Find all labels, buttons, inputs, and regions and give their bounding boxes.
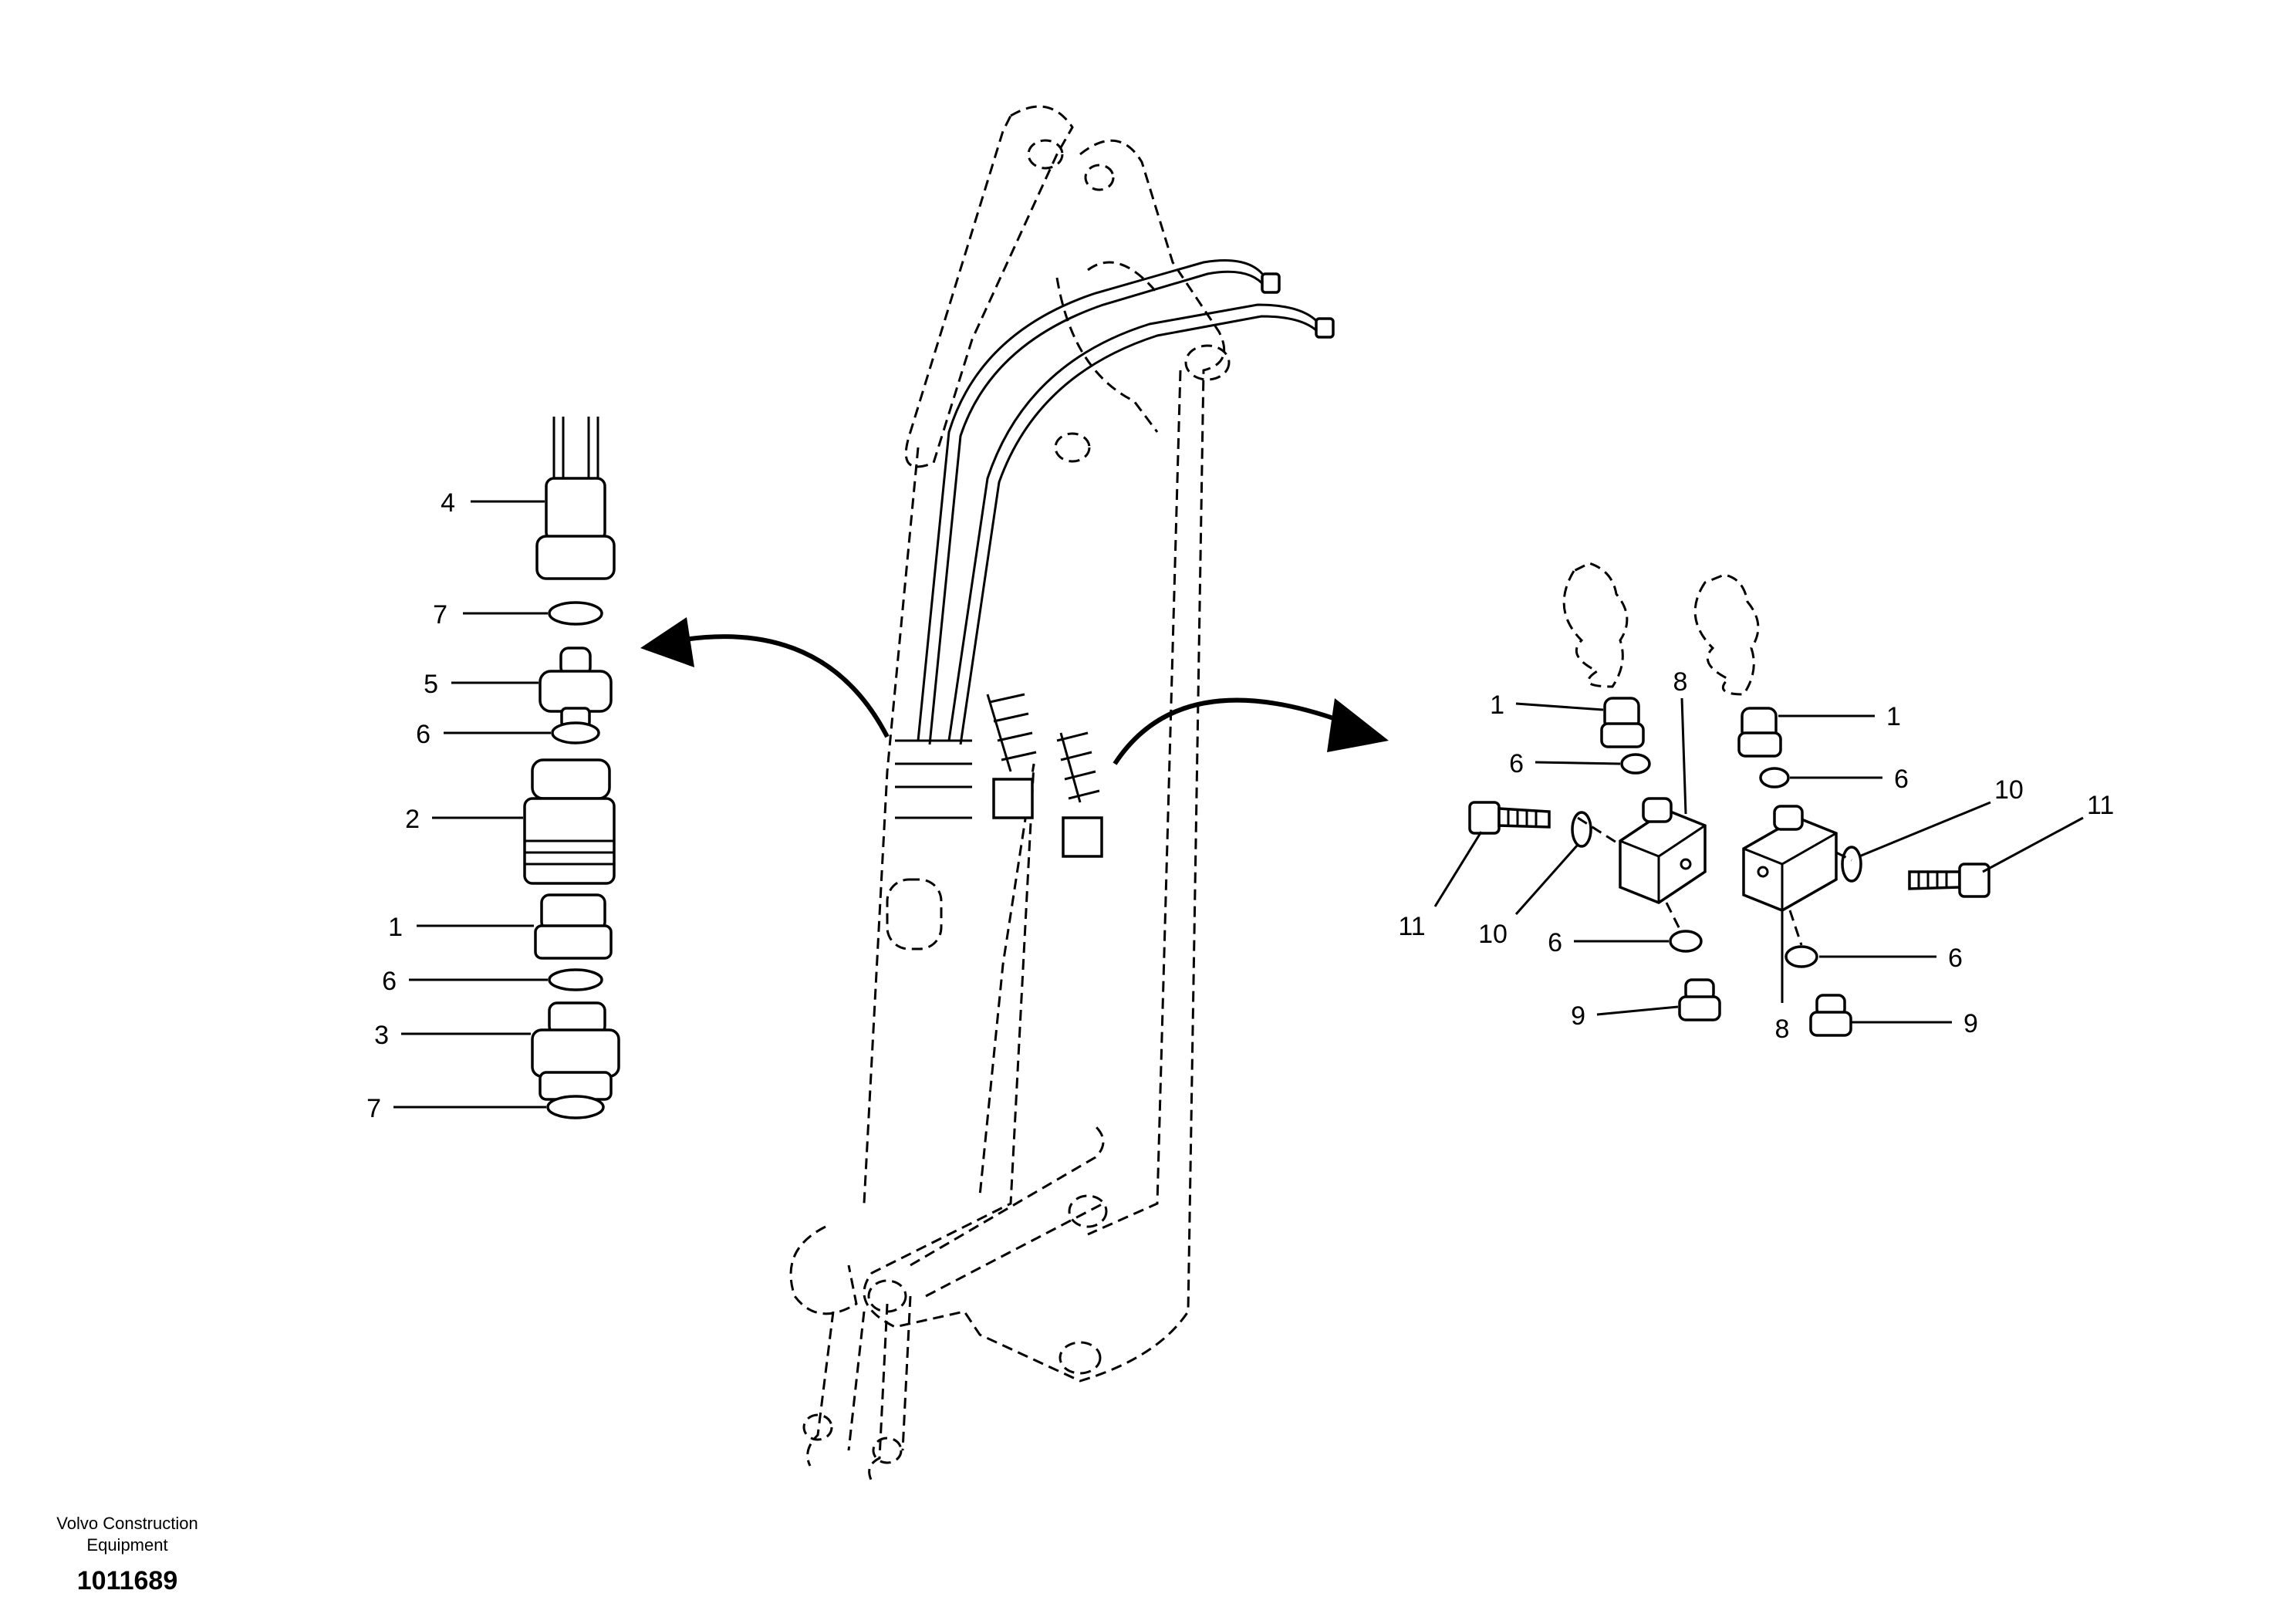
maker-name-line2: Equipment [86, 1535, 167, 1555]
callout-8-bottom: 8 [1775, 1015, 1790, 1044]
callout-10-left: 10 [1478, 920, 1508, 949]
callout-1-right-a: 1 [1490, 690, 1504, 720]
callout-11-left: 11 [1398, 912, 1425, 941]
arrow-right [1113, 697, 1389, 765]
callout-1-left: 1 [388, 913, 403, 942]
callout-10-right: 10 [1994, 775, 2024, 805]
dipper-arm-outline [789, 105, 1231, 1482]
hydraulic-hoses [895, 259, 1335, 858]
right-callouts: 1 8 1 6 6 10 11 11 10 6 6 9 8 9 [1398, 667, 2114, 1044]
left-leader-lines [393, 500, 551, 1109]
callout-11-right: 11 [2087, 791, 2114, 820]
callout-7-bottom: 7 [366, 1094, 381, 1123]
callout-9-left: 9 [1571, 1001, 1585, 1031]
left-exploded-parts [523, 417, 620, 1119]
drawing-number: 1011689 [77, 1566, 178, 1595]
callout-4: 4 [441, 488, 455, 518]
callout-6-right-d: 6 [1948, 944, 1963, 973]
callout-6-right-c: 6 [1548, 928, 1562, 957]
right-exploded-parts [1468, 562, 1990, 1037]
arrow-left [640, 617, 890, 738]
callout-6-lower: 6 [382, 967, 397, 996]
callout-6-right-b: 6 [1894, 765, 1909, 794]
callout-9-right: 9 [1963, 1009, 1978, 1038]
callout-3: 3 [374, 1021, 389, 1050]
callout-7-top: 7 [433, 600, 447, 630]
right-leader-lines [1433, 697, 2084, 1024]
callout-6-right-a: 6 [1509, 749, 1524, 778]
callout-5: 5 [424, 670, 438, 699]
left-callouts: 4 7 5 6 2 1 6 3 7 [366, 488, 455, 1123]
callout-6-upper: 6 [416, 720, 430, 749]
drawing-footer: Volvo Construction Equipment 1011689 [56, 1514, 198, 1595]
callout-2: 2 [405, 805, 420, 834]
maker-name-line1: Volvo Construction [56, 1514, 198, 1533]
callout-8-top: 8 [1673, 667, 1688, 697]
callout-1-right-b: 1 [1886, 702, 1901, 731]
